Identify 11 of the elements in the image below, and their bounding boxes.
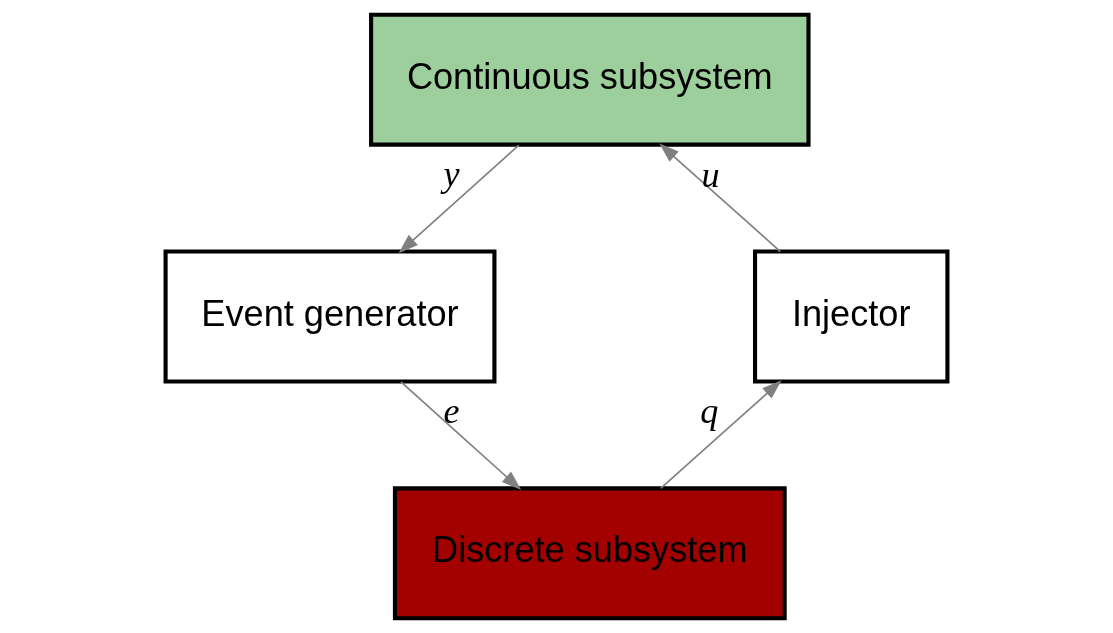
node-box: Injector bbox=[753, 249, 950, 384]
arrow bbox=[659, 143, 782, 253]
arrow bbox=[400, 381, 522, 490]
edge-label: q bbox=[700, 391, 719, 432]
node-box: Event generator bbox=[163, 249, 497, 384]
arrow bbox=[398, 144, 520, 254]
arrow bbox=[659, 380, 782, 490]
edge-label: e bbox=[443, 390, 460, 431]
node-box: Discrete subsystem bbox=[392, 486, 787, 621]
edge-label: u bbox=[701, 154, 720, 195]
node-box: Continuous subsystem bbox=[369, 12, 811, 147]
